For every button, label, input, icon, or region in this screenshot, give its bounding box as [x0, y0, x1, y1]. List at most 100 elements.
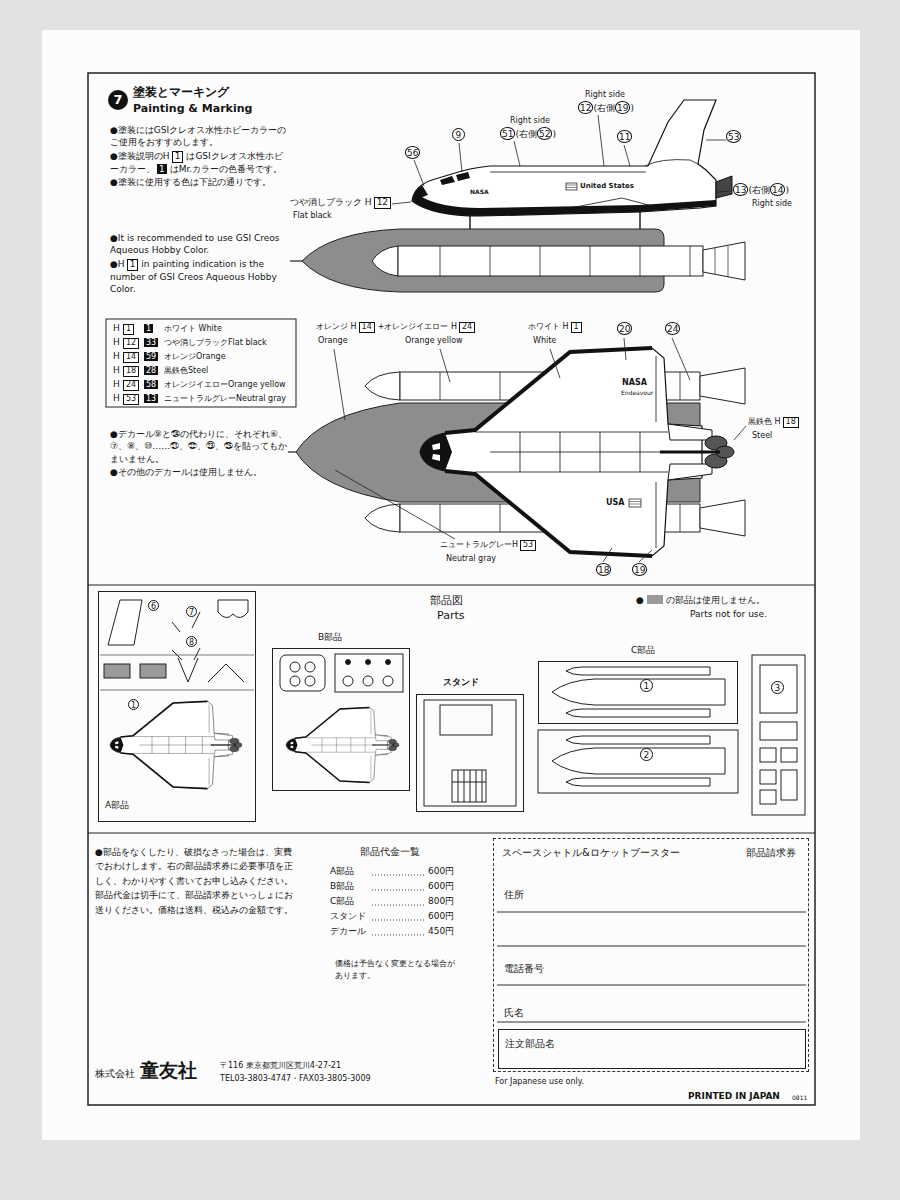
callout-number: 11 — [617, 130, 632, 143]
text-block: 14 — [121, 352, 142, 363]
label-text: ) — [552, 129, 556, 139]
label-text: 〒116 東京都荒川区荒川4-27-21 — [220, 1061, 341, 1070]
text-block: 53 — [726, 130, 741, 143]
label-text: 価格は予告なく変更となる場合があります。 — [335, 959, 455, 980]
callout-number: 12 — [578, 101, 593, 114]
section-title: 塗装とマーキング — [133, 85, 229, 99]
text-block: H — [113, 393, 120, 404]
label-text: Orange yellow — [405, 336, 463, 345]
label-text: A部品 — [330, 866, 354, 876]
callout-number: 1 — [128, 699, 139, 710]
mr-color-code: 13 — [144, 394, 158, 403]
text-block: 11 — [617, 130, 632, 143]
legend-row: の部品は使用しません。 — [647, 595, 765, 606]
text-block: 56 — [405, 146, 420, 159]
callout-number: 51 — [500, 127, 515, 140]
label-text: ) — [630, 103, 634, 113]
label-text: Painting & Marking — [133, 102, 252, 115]
text-block: H — [113, 323, 120, 334]
text-block: ●塗装にはGSIクレオス水性ホビーカラーのご使用をおすすめします。 ●塗装説明のH… — [110, 124, 288, 190]
callout-number: 9 — [452, 128, 465, 141]
text-block: ニュートラルグレーNeutral gray — [164, 394, 286, 404]
text-block: 童友社 — [140, 1059, 197, 1082]
text-block: 18 — [121, 366, 142, 377]
label-text: Right side — [752, 199, 792, 208]
paragraph: ●その他のデカールは使用しません。 — [110, 466, 288, 478]
label-text: Endeavour — [621, 389, 653, 396]
label-text: Parts not for use. — [690, 609, 767, 619]
label-text: 部品図 — [430, 594, 463, 607]
paragraph: ●It is recommended to use GSI Creos Aque… — [110, 232, 288, 257]
text-block: 黒鉄色Steel — [164, 366, 208, 376]
label-text: ●その他のデカールは使用しません。 — [110, 467, 262, 477]
label-text: White — [533, 336, 556, 345]
text-block: TEL03-3803-4747・FAX03-3805-3009 — [220, 1074, 371, 1084]
text-block: ●It is recommended to use GSI Creos Aque… — [110, 232, 288, 297]
label-text: 株式会社 — [95, 1068, 135, 1079]
callout-number: 19 — [615, 101, 630, 114]
color-code: 24 — [459, 322, 475, 333]
label-text: ●It is recommended to use GSI Creos Aque… — [110, 233, 279, 255]
mr-color-code: 33 — [144, 338, 158, 347]
label-text: オレンジ H — [316, 322, 357, 331]
text-block: ホワイト White — [164, 324, 222, 334]
part-heading: スタンド — [443, 677, 479, 688]
step-number: 7 — [108, 90, 128, 110]
text-block: 24 — [665, 322, 680, 335]
label-text: Right side — [510, 116, 550, 125]
label-text: 600円 — [428, 881, 454, 891]
color-code: 1 — [571, 322, 582, 333]
text-block: Orange yellow — [405, 336, 463, 346]
text-block: ニュートラルグレーH53 — [440, 540, 539, 551]
text-block: Endeavour — [621, 389, 653, 396]
mr-color-code: 59 — [144, 352, 158, 361]
part-heading: B部品 — [318, 632, 342, 643]
label-text: H — [113, 337, 120, 347]
paragraph: ●塗装にはGSIクレオス水性ホビーカラーのご使用をおすすめします。 — [110, 124, 288, 149]
text-block: 18 — [596, 563, 611, 576]
label-text: つや消しブラック H — [290, 197, 372, 207]
text-block: Right side — [510, 116, 550, 126]
text-block: 1 — [121, 324, 137, 335]
sprue-frame: B部品 — [272, 648, 410, 791]
text-block: 19 — [632, 563, 647, 576]
label-text: ●塗装にはGSIクレオス水性ホビーカラーのご使用をおすすめします。 — [110, 125, 286, 147]
stand-part: スタンド — [416, 694, 524, 812]
text-block: 0811 — [792, 1094, 807, 1101]
color-code: 1 — [123, 324, 134, 335]
label-text: ● — [636, 595, 644, 605]
label-text: (右側 — [515, 129, 537, 139]
text-block: ●部品をなくしたり、破損なさった場合は、実費でおわけします。右の部品請求券に必要… — [95, 845, 300, 917]
label-text: ニュートラルグレーNeutral gray — [164, 394, 286, 403]
label-text: H — [113, 379, 120, 389]
text-block: 9 — [452, 128, 465, 141]
text-block: 600円 — [428, 866, 454, 877]
text-block: ●デカール⑨と㉔の代わりに、それぞれ⑥、⑦、⑧、⑩……㉑、㉒、㉓、㉕を貼ってもか… — [110, 428, 288, 480]
text-block: 13(右側14) — [733, 183, 789, 196]
label-text: ニュートラルグレーH — [440, 540, 518, 549]
callout-number: 7 — [186, 606, 197, 617]
text-block: H — [113, 337, 120, 348]
paragraph: ●塗装に使用する色は下記の通りです。 — [110, 176, 288, 188]
text-block: 33 — [142, 338, 161, 348]
text-block: Right side — [752, 199, 792, 209]
label-text: 黒鉄色Steel — [164, 366, 208, 375]
label-text: オレンジイエローOrange yellow — [164, 380, 286, 389]
callout-number: 20 — [617, 322, 632, 335]
callout-number: 8 — [186, 636, 197, 647]
text-block: NASA — [470, 188, 489, 195]
label-text: 800円 — [428, 896, 454, 906]
label-text: PRINTED IN JAPAN — [688, 1091, 780, 1101]
callout-number: 24 — [665, 322, 680, 335]
callout-number: 2 — [640, 748, 653, 761]
label-text: スタンド — [330, 911, 366, 921]
text-block: 黒鉄色 H18 — [748, 417, 802, 428]
paragraph: ●塗装説明のH1はGSIクレオス水性ホビーカラー、1はMr.カラーの色番号です。 — [110, 150, 288, 175]
text-block: 1 — [640, 679, 653, 692]
callout-number: 52 — [537, 127, 552, 140]
label-text: Parts — [437, 609, 464, 622]
label-text: USA — [606, 498, 624, 507]
label-text: ホワイト White — [164, 324, 222, 333]
text-block: Painting & Marking — [133, 102, 252, 115]
text-block: デカール — [330, 926, 366, 937]
